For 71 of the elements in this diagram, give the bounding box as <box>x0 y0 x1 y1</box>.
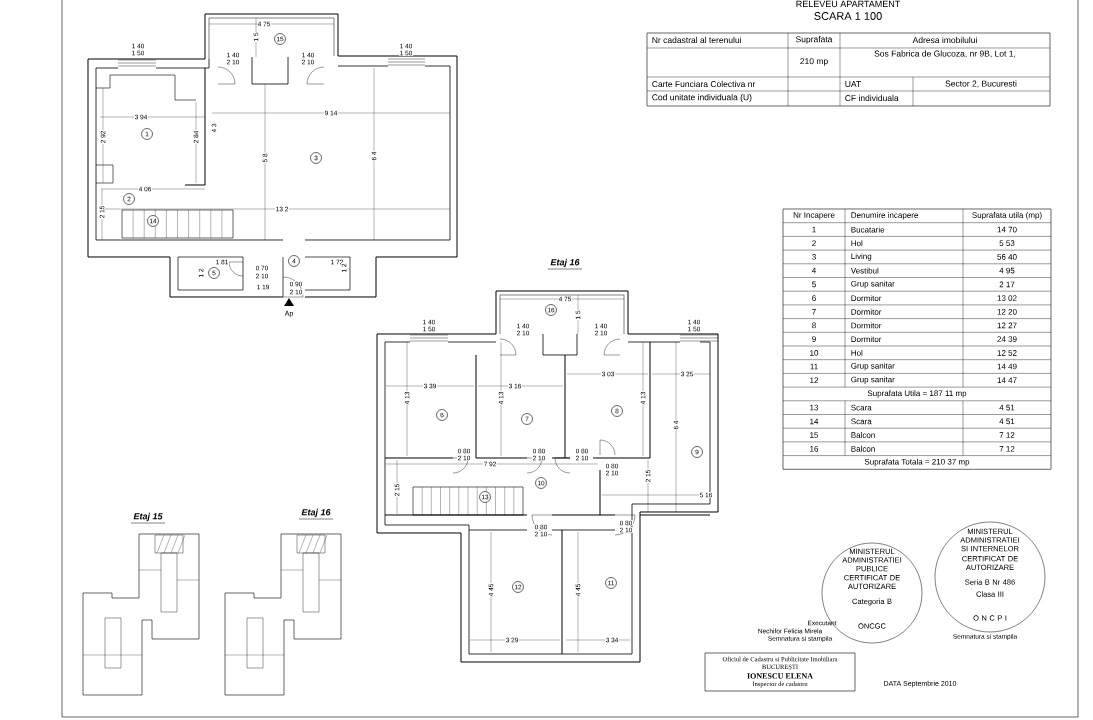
floor-heading: Etaj 16 <box>300 508 332 518</box>
table-text: UAT <box>844 80 862 88</box>
table-text: Dormitor <box>850 335 883 343</box>
table-text: 4 51 <box>998 418 1016 425</box>
total-area-text: Suprafata Utila = 187 11 mp <box>866 389 968 399</box>
table-text: 4 95 <box>998 267 1016 275</box>
table-text: 7 12 <box>998 431 1016 439</box>
column-header: Suprafata utila (mp) <box>971 211 1043 221</box>
table-text: 5 53 <box>998 239 1016 247</box>
table-text: 9 <box>811 335 817 343</box>
table-text: 6 <box>811 294 817 302</box>
table-text: 15 <box>808 431 820 439</box>
table-text: Grup sanitar <box>850 362 896 371</box>
table-text: 56 40 <box>996 253 1018 261</box>
table-text: Balcon <box>850 445 876 453</box>
title: RELEVEU APARTAMENT <box>796 0 901 8</box>
table-text: Hol <box>850 239 864 247</box>
table-text: Grup sanitar <box>850 375 896 385</box>
table-text: Scara <box>850 404 873 412</box>
table-text: 14 49 <box>996 363 1018 370</box>
stamp-box <box>704 652 856 692</box>
table-text: Nr cadastral al terenului <box>651 36 743 44</box>
table-text: Cod unitate individuala (U) <box>651 93 753 103</box>
table-text: Grup sanitar <box>850 280 896 289</box>
table-text: Bucatarie <box>850 226 886 234</box>
table-text: Hol <box>850 349 864 357</box>
table-text: 2 <box>811 239 817 247</box>
table-text: Living <box>850 252 873 262</box>
table-text: Balcon <box>850 431 876 439</box>
table-text: 2 17 <box>998 281 1016 288</box>
total-area-text: Suprafata Totala = 210 37 mp <box>863 458 971 467</box>
table-text: Dormitor <box>850 321 883 329</box>
table-text: 210 mp <box>799 57 829 67</box>
table-text: Vestibul <box>850 267 880 275</box>
table-text: 12 27 <box>996 322 1018 329</box>
table-text: 14 <box>808 418 820 425</box>
table-text: 11 <box>809 363 819 370</box>
table-text: 13 <box>808 404 820 412</box>
table-text: 14 70 <box>996 226 1018 234</box>
table-text: Adresa imobilului <box>912 36 978 44</box>
table-text: 7 12 <box>998 445 1016 453</box>
table-text: CF individuala <box>844 94 900 102</box>
table-text: 12 <box>808 376 820 384</box>
scale-label: SCARA 1 100 <box>813 11 883 21</box>
stamp-text: IONESCU ELENA <box>747 673 813 679</box>
table-text: 4 <box>811 267 817 274</box>
stamp <box>934 521 1046 633</box>
table-text: 16 <box>808 445 820 453</box>
table-text: Dormitor <box>850 294 883 302</box>
floor-heading: Etaj 16 <box>549 258 581 268</box>
table-text: Sector 2, Bucuresti <box>944 79 1018 89</box>
table-text: 14 47 <box>996 376 1018 384</box>
table-text: Suprafata <box>794 35 834 45</box>
table-text: 13 02 <box>996 294 1018 302</box>
table-text: Carte Funciara Colectiva nr <box>651 80 756 88</box>
table-text: 24 39 <box>996 335 1018 343</box>
floor-heading: Etaj 15 <box>132 512 164 522</box>
column-header: Nr Incapere <box>792 211 836 220</box>
table-text: 8 <box>811 321 817 329</box>
table-text: 5 <box>811 281 817 288</box>
column-header: Denumire incapere <box>850 211 919 221</box>
table-text: 7 <box>811 308 817 316</box>
table-text: 12 52 <box>996 349 1018 357</box>
table-text: 10 <box>808 349 820 357</box>
table-text: 12 20 <box>996 308 1018 316</box>
table-text: Sos Fabrica de Glucoza, nr 9B, Lot 1, <box>873 49 1017 59</box>
table-text: 4 51 <box>998 404 1016 411</box>
table-text: 1 <box>811 226 817 233</box>
table-text: Scara <box>850 417 873 425</box>
table-text: Dormitor <box>850 308 883 316</box>
table-text: 3 <box>811 253 817 261</box>
